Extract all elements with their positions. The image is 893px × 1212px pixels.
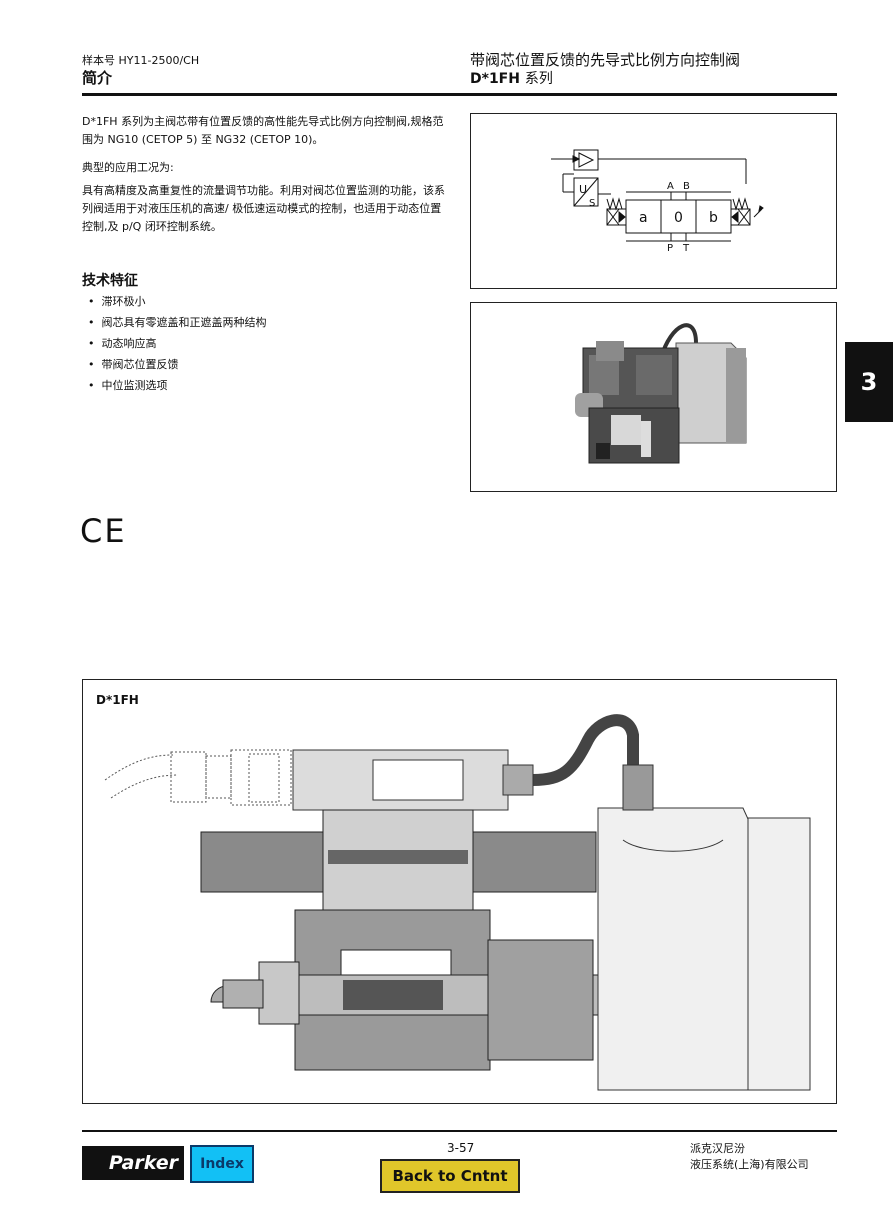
port-t-label: T bbox=[682, 243, 690, 254]
intro-paragraph-1: D*1FH 系列为主阀芯带有位置反馈的高性能先导式比例方向控制阀,规格范围为 N… bbox=[82, 115, 444, 146]
hydraulic-symbol-box: U S A B P T a 0 b bbox=[470, 113, 837, 289]
section-tab: 3 bbox=[845, 342, 893, 422]
symbol-label-s: S bbox=[589, 198, 595, 209]
catalog-number: 样本号 HY11-2500/CH bbox=[82, 54, 200, 67]
series-code: D*1FH bbox=[470, 71, 520, 87]
company-line-2: 液压系统(上海)有限公司 bbox=[690, 1158, 809, 1171]
page-number: 3-57 bbox=[447, 1141, 475, 1155]
feature-item: 动态响应高 bbox=[88, 333, 267, 354]
valve-box-b-label: b bbox=[709, 210, 718, 226]
typical-label: 典型的应用工况为: bbox=[82, 161, 174, 174]
feature-item: 中位监测选项 bbox=[88, 375, 267, 396]
feature-item: 阀芯具有零遮盖和正遮盖两种结构 bbox=[88, 312, 267, 333]
hydraulic-symbol: U S A B P T a 0 b bbox=[551, 149, 764, 254]
back-to-contents-button[interactable]: Back to Cntnt bbox=[380, 1159, 520, 1193]
ce-mark: CE bbox=[80, 512, 127, 550]
symbol-label-u: U bbox=[579, 183, 587, 196]
valve-box-a-label: a bbox=[639, 210, 648, 226]
features-list: 滞环极小 阀芯具有零遮盖和正遮盖两种结构 动态响应高 带阀芯位置反馈 中位监测选… bbox=[88, 291, 267, 396]
index-button[interactable]: Index bbox=[190, 1145, 254, 1183]
port-p-label: P bbox=[667, 243, 673, 254]
port-b-label: B bbox=[683, 181, 690, 192]
section-label: 简介 bbox=[82, 69, 113, 87]
company-line-1: 派克汉尼汾 bbox=[690, 1142, 745, 1155]
product-photo bbox=[575, 323, 747, 464]
product-photo-box bbox=[470, 302, 837, 492]
sectional-drawing bbox=[104, 714, 811, 1091]
header-rule bbox=[82, 93, 837, 96]
series-title: D*1FH 系列 bbox=[470, 71, 553, 87]
page-title: 带阀芯位置反馈的先导式比例方向控制阀 bbox=[470, 51, 741, 69]
drawing-label: D*1FH bbox=[96, 693, 139, 707]
parker-logo: Parker bbox=[82, 1146, 184, 1180]
intro-paragraph-2: 具有高精度及高重复性的流量调节功能。利用对阀芯位置监测的功能，该系列阀适用于对液… bbox=[82, 184, 445, 233]
footer-rule bbox=[82, 1130, 837, 1132]
company-name: 派克汉尼汾 液压系统(上海)有限公司 bbox=[690, 1141, 809, 1173]
valve-box-0-label: 0 bbox=[674, 210, 683, 226]
sectional-drawing-box: D*1FH bbox=[82, 679, 837, 1104]
port-a-label: A bbox=[667, 181, 674, 192]
features-title: 技术特征 bbox=[82, 273, 138, 289]
series-word: 系列 bbox=[524, 71, 553, 87]
feature-item: 带阀芯位置反馈 bbox=[88, 354, 267, 375]
feature-item: 滞环极小 bbox=[88, 291, 267, 312]
